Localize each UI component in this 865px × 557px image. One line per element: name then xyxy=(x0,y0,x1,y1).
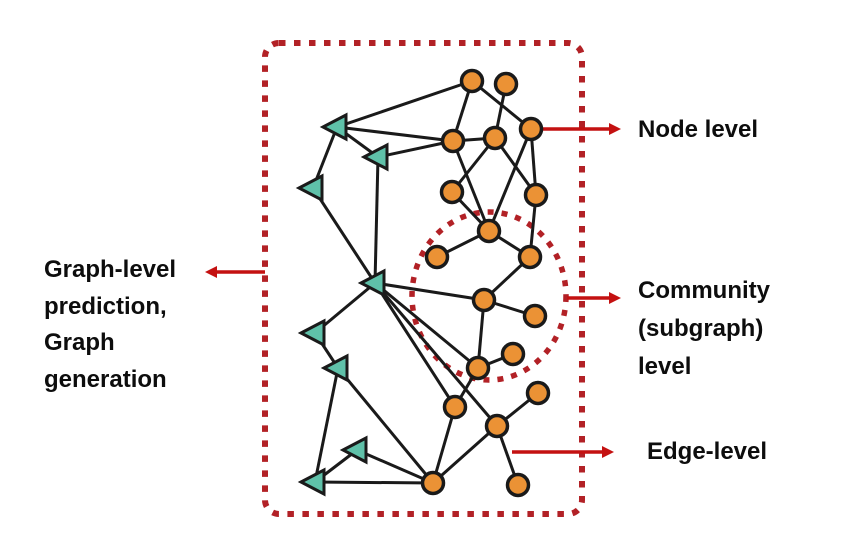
graph-edge-T4-Q xyxy=(373,282,457,408)
graph-node-S xyxy=(525,380,551,406)
graph-triangle-node-T8 xyxy=(297,467,326,497)
graph-edge-T7-O xyxy=(356,448,434,485)
graph-node-N xyxy=(500,341,526,367)
edge-level-arrow-head xyxy=(602,446,614,458)
graph-node-Q xyxy=(442,394,468,420)
community-label-line1: Community xyxy=(638,277,770,304)
graph-boundary-box xyxy=(262,40,585,517)
graph-level-label-line1: Graph-level xyxy=(44,256,177,283)
graph-node-F xyxy=(439,179,465,205)
graph-edge-C-H xyxy=(487,128,533,232)
graph-triangle-node-T7 xyxy=(339,435,368,465)
graph-node-A xyxy=(459,68,485,94)
graph-edge-T3-T4 xyxy=(311,187,377,284)
graph-level-label: Graph-level prediction, Graph generation xyxy=(44,252,176,398)
graph-edge-O-Q xyxy=(431,406,457,484)
graph-edge-T6-T8 xyxy=(313,367,340,483)
graph-level-arrow-head xyxy=(205,266,217,278)
community-arrow-head xyxy=(609,292,621,304)
graph-node-J xyxy=(517,244,543,270)
graph-triangle-node-T3 xyxy=(295,173,324,203)
community-label-line2: (subgraph) xyxy=(638,315,764,342)
graph-triangle-node-T5 xyxy=(297,318,326,348)
graph-node-D xyxy=(440,128,466,154)
graph-level-label-line4: generation xyxy=(44,365,167,393)
graph-node-E xyxy=(482,125,508,151)
community-circle xyxy=(409,209,569,383)
graph-edge-T1-A xyxy=(336,79,473,129)
graph-edge-D-H xyxy=(451,140,491,232)
graph-edge-O-R xyxy=(432,424,498,485)
graph-node-O xyxy=(420,470,446,496)
graph-node-I xyxy=(424,244,450,270)
graph-edge-T2-T4 xyxy=(373,156,380,284)
graph-edge-T1-D xyxy=(336,125,454,143)
graph-edge-T8-O xyxy=(314,480,434,485)
graph-node-K xyxy=(471,287,497,313)
graph-node-R xyxy=(484,413,510,439)
community-label-line3: level xyxy=(638,353,692,380)
graph-triangle-node-T2 xyxy=(360,142,389,172)
graph-node-L xyxy=(522,303,548,329)
community-level-label: Community (subgraph) level xyxy=(638,272,770,386)
node-level-arrow-head xyxy=(609,123,621,135)
edge-level-label: Edge-level xyxy=(647,438,768,465)
graph-level-label-line2: prediction, xyxy=(44,292,167,320)
graph-node-G xyxy=(523,182,549,208)
node-level-label: Node level xyxy=(638,116,759,143)
graph-edge-T4-R xyxy=(373,282,499,427)
graph-level-label-line3: Graph xyxy=(44,329,115,356)
graph-node-P xyxy=(505,472,531,498)
graph-node-H xyxy=(476,218,502,244)
graph-edge-T4-K xyxy=(374,281,485,302)
graph-edge-T6-O xyxy=(336,367,435,484)
graph-triangle-node-T6 xyxy=(320,353,349,383)
graph-node-M xyxy=(465,355,491,381)
graph-node-C xyxy=(518,116,544,142)
graph-node-B xyxy=(493,71,519,97)
graph-triangle-node-T1 xyxy=(319,112,348,142)
graph-triangle-node-T4 xyxy=(357,268,386,298)
graph-edge-T2-D xyxy=(377,139,454,159)
graph-edge-T4-M xyxy=(374,281,479,370)
